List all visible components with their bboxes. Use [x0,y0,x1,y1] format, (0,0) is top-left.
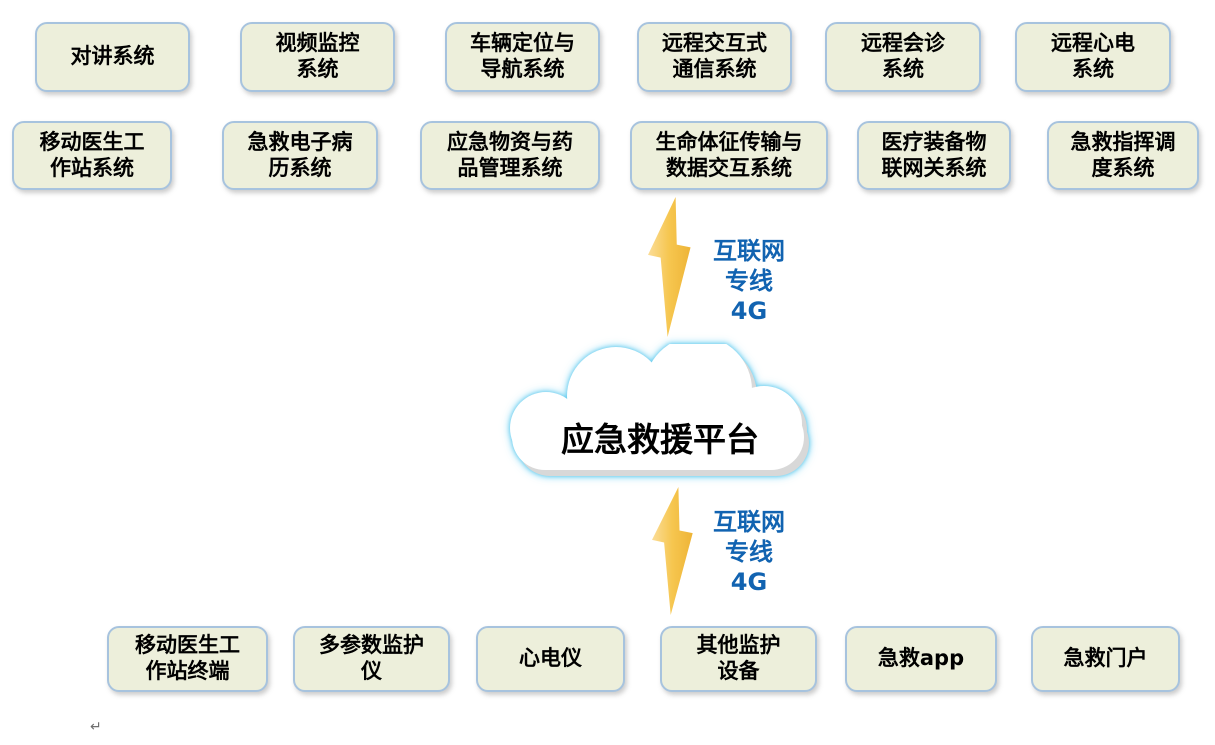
cloud-platform-title: 应急救援平台 [561,420,759,459]
box-remote-consultation-system: 远程会诊 系统 [825,22,981,92]
cloud-shape [510,344,809,476]
box-remote-interactive-communication-system: 远程交互式 通信系统 [637,22,792,92]
box-multi-parameter-monitor: 多参数监护 仪 [293,626,450,692]
box-medical-equipment-iot-gateway-system: 医疗装备物 联网关系统 [857,121,1011,190]
box-emergency-command-dispatch-system: 急救指挥调 度系统 [1047,121,1199,190]
box-other-monitoring-devices: 其他监护 设备 [660,626,817,692]
box-emergency-supplies-medicine-management-system: 应急物资与药 品管理系统 [420,121,600,190]
link-label-bottom: 互联网 专线 4G [713,508,785,596]
box-emergency-portal: 急救门户 [1031,626,1180,692]
box-vehicle-positioning-navigation-system: 车辆定位与 导航系统 [445,22,600,92]
box-vital-signs-transmission-data-exchange-system: 生命体征传输与 数据交互系统 [630,121,828,190]
box-intercom-system: 对讲系统 [35,22,190,92]
box-emergency-app: 急救app [845,626,997,692]
box-video-surveillance-system: 视频监控 系统 [240,22,395,92]
box-remote-ecg-system: 远程心电 系统 [1015,22,1171,92]
box-mobile-doctor-workstation-system: 移动医生工 作站系统 [12,121,172,190]
link-label-top: 互联网 专线 4G [713,237,785,325]
box-mobile-doctor-workstation-terminal: 移动医生工 作站终端 [107,626,268,692]
box-emergency-emr-system: 急救电子病 历系统 [222,121,378,190]
lightning-bolt-icon [648,197,691,337]
box-ecg-device: 心电仪 [476,626,625,692]
paragraph-mark: ↵ [90,719,102,735]
lightning-bolt-icon [652,487,693,615]
